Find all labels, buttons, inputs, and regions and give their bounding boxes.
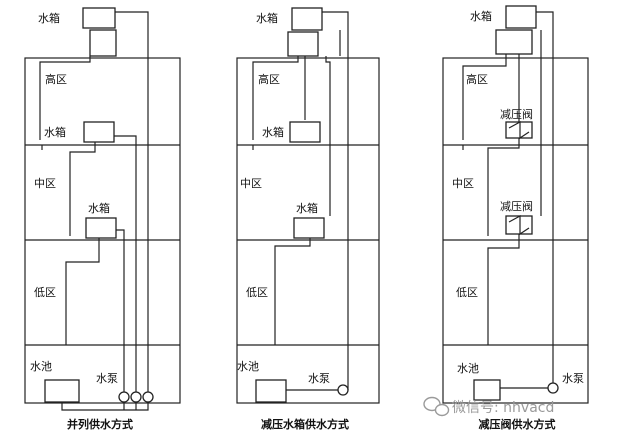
zone-label-low: 低区 (34, 286, 56, 299)
roof-tank-lower (495, 29, 533, 55)
pump-label: 水泵 (562, 372, 584, 385)
zone-label-low: 低区 (246, 286, 268, 299)
mid-zone-tank (85, 217, 117, 239)
tank-label: 水箱 (88, 201, 110, 215)
pressure-reducing-valve-diagram: 水箱 高区 减压阀 中区 减压阀 低区 水池 水泵 减压阀供水方式 (442, 5, 589, 431)
roof-tank (82, 7, 116, 29)
diagram-caption: 减压水箱供水方式 (261, 417, 349, 431)
tank-label: 水箱 (296, 201, 318, 215)
tank-label: 水箱 (44, 125, 66, 139)
tank-label: 水箱 (470, 9, 492, 23)
high-zone-tank (83, 121, 115, 143)
pressure-reducing-tank-diagram: 水箱 高区 水箱 中区 水箱 低区 水池 水泵 减压水箱供水方式 (236, 7, 380, 431)
pool-label: 水池 (30, 360, 52, 373)
pump-icon (118, 391, 130, 403)
zone-label-mid: 中区 (452, 177, 474, 190)
pressure-reducing-valve-icon (505, 214, 533, 236)
watermark: 微信号: nhvacd (423, 396, 554, 417)
water-pool (44, 379, 80, 403)
watermark-text: 微信号: nhvacd (452, 400, 554, 416)
pipes (39, 11, 149, 411)
diagram-caption: 减压阀供水方式 (479, 417, 556, 431)
pump-icon (130, 391, 142, 403)
pipes (462, 11, 554, 389)
pipes (252, 11, 349, 391)
mid-zone-tank (293, 217, 325, 239)
zone-label-high: 高区 (466, 72, 488, 86)
building-frame (24, 57, 181, 404)
pressure-reducing-valve-icon (505, 120, 533, 140)
roof-tank (505, 5, 537, 29)
pump-icon (547, 382, 559, 394)
pool-label: 水池 (457, 362, 479, 375)
pump-icon (337, 384, 349, 396)
pool-label: 水池 (237, 360, 259, 373)
zone-label-mid: 中区 (34, 177, 56, 190)
high-zone-tank (289, 121, 321, 143)
valve-label: 减压阀 (500, 107, 533, 121)
water-pool (255, 379, 287, 403)
roof-tank-lower (89, 29, 117, 57)
tank-label: 水箱 (38, 11, 60, 25)
zone-label-high: 高区 (258, 72, 280, 86)
zone-label-low: 低区 (456, 286, 478, 299)
parallel-supply-diagram: 水箱 高区 水箱 中区 水箱 低区 水池 水泵 (24, 7, 181, 431)
roof-tank-lower (287, 31, 319, 57)
pump-label: 水泵 (308, 372, 330, 385)
tank-label: 水箱 (262, 125, 284, 139)
water-pool (473, 379, 501, 401)
building-frame (236, 57, 380, 404)
valve-label: 减压阀 (500, 199, 533, 213)
roof-tank (291, 7, 323, 31)
pump-label: 水泵 (96, 372, 118, 385)
diagram-caption: 并列供水方式 (67, 417, 133, 431)
zone-label-mid: 中区 (240, 177, 262, 190)
zone-label-high: 高区 (45, 72, 67, 86)
tank-label: 水箱 (256, 11, 278, 25)
building-frame (442, 57, 589, 404)
pump-icon (142, 391, 154, 403)
wechat-icon (423, 396, 450, 417)
